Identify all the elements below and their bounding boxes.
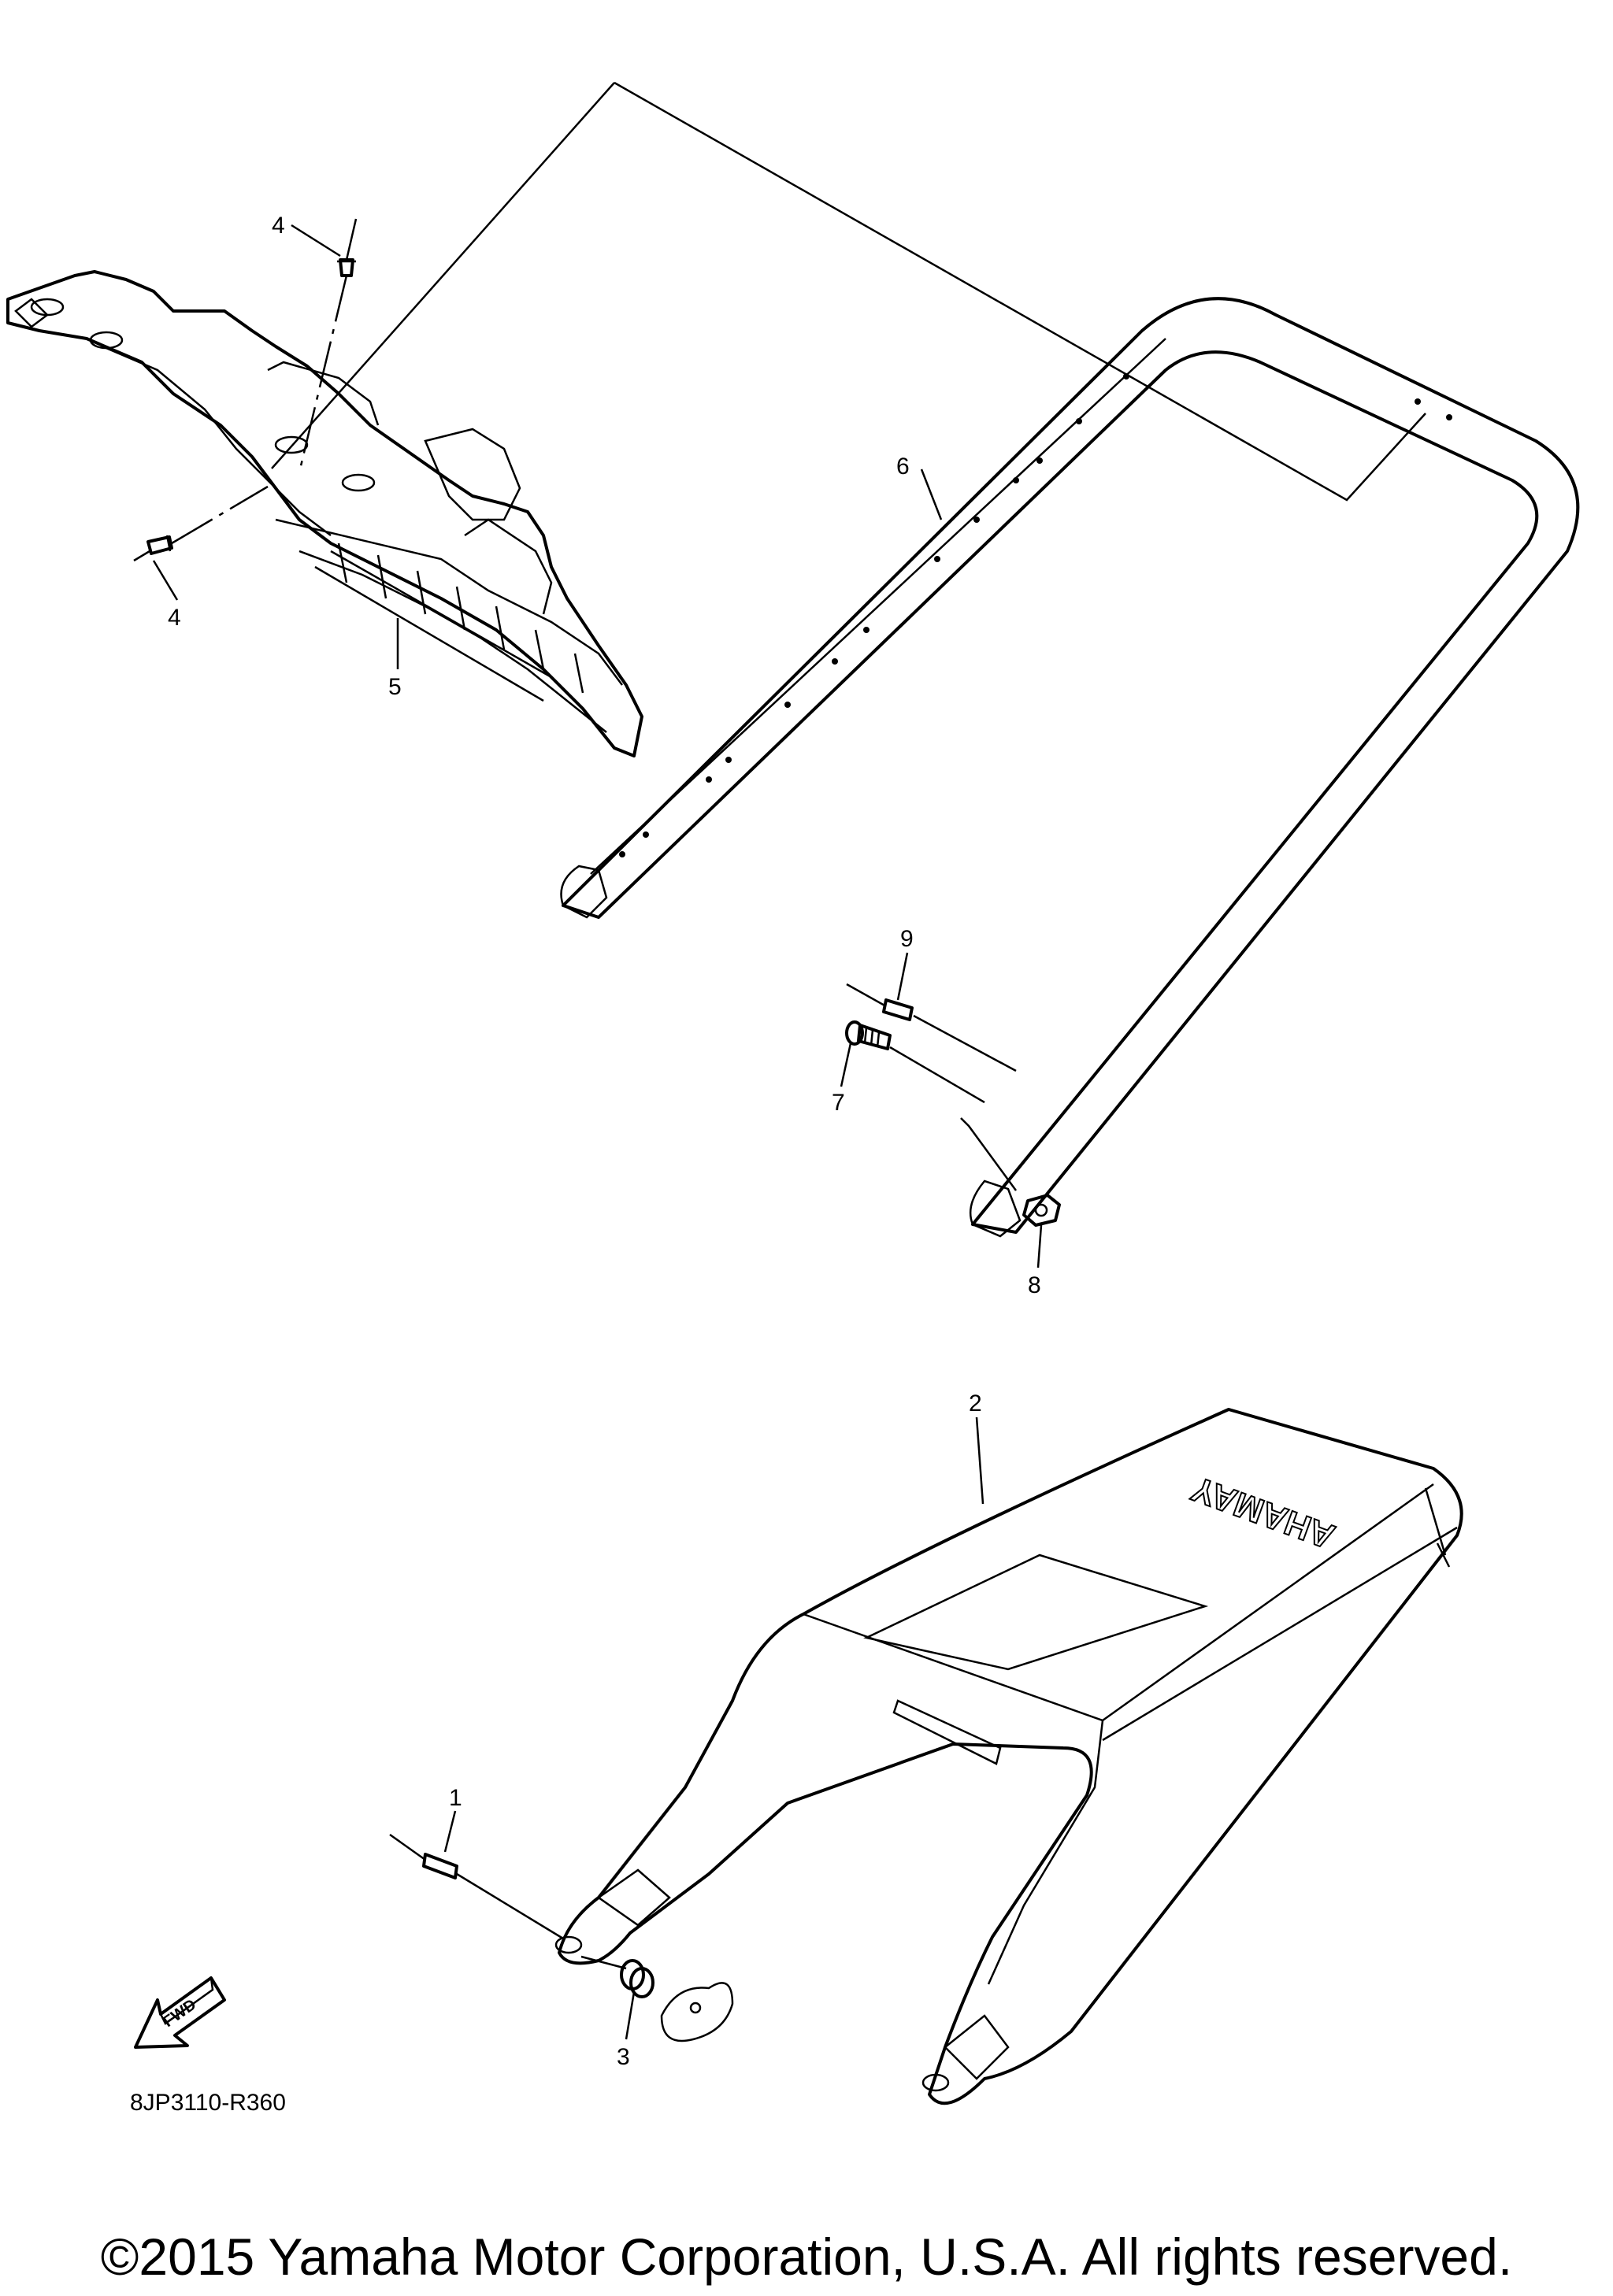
seat-cover-part-2: YAMAHA [554, 1408, 1463, 2105]
rivet-part-9 [846, 983, 914, 1021]
callout-4-upper: 4 [272, 213, 285, 239]
callout-4-lower: 4 [168, 605, 181, 631]
fwd-arrow-icon: FWD [134, 1976, 226, 2049]
rivet-part-4-upper [337, 218, 358, 277]
callout-9: 9 [900, 926, 914, 952]
screw-part-7 [845, 1020, 892, 1050]
grommet-part-3 [620, 1959, 734, 2042]
rack-carrier-part-5 [6, 270, 643, 757]
callout-8: 8 [1028, 1272, 1041, 1298]
seat-brand-text: YAMAHA [1187, 1469, 1340, 1557]
nut-part-8 [1022, 1194, 1061, 1227]
copyright-notice: ©2015 Yamaha Motor Corporation, U.S.A. A… [100, 2227, 1513, 2286]
diagram-code: 8JP3110-R360 [130, 2090, 286, 2116]
reference-lines [171, 81, 1426, 1970]
rivet-part-1 [389, 1833, 458, 1879]
callout-6: 6 [896, 454, 910, 480]
callout-3: 3 [617, 2044, 630, 2070]
callout-5: 5 [388, 674, 402, 700]
callout-2: 2 [969, 1391, 982, 1416]
rivet-part-4-lower [133, 535, 173, 562]
callout-leaders [152, 224, 1043, 2040]
callout-7: 7 [832, 1090, 845, 1116]
callout-1: 1 [449, 1785, 462, 1811]
grab-bar-part-6 [560, 297, 1580, 1238]
